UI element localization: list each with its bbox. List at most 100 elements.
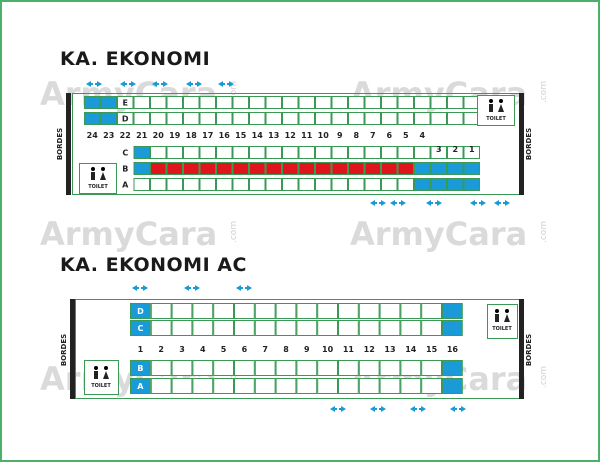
seat-ac-D16	[442, 303, 463, 319]
seat-D20	[150, 112, 167, 125]
ekonomi-ac-col-number: 14	[405, 345, 417, 354]
seat-B3	[430, 162, 447, 175]
ekonomi-ac-top-left-arrow-icon	[236, 285, 241, 291]
ekonomi-col-number: 23	[103, 131, 114, 140]
ekonomi-top-left-arrow-icon	[86, 81, 91, 87]
seat-C5	[397, 146, 414, 159]
seat-A13	[265, 178, 282, 191]
seat-C20	[150, 146, 167, 159]
watermark-brand: ArmyCara	[40, 215, 217, 253]
ekonomi-row-label-E: E	[123, 99, 128, 108]
ekonomi-ac-right-man-body	[495, 314, 499, 322]
seat-ac-D12	[358, 303, 380, 319]
seat-A4	[414, 178, 431, 191]
ekonomi-row-label-B: B	[122, 165, 128, 174]
ekonomi-ac-row-label-B: B	[137, 364, 143, 373]
seat-D11	[298, 112, 315, 125]
ekonomi-top-right-arrow-icon	[97, 81, 102, 87]
seat-ac-D5	[213, 303, 234, 319]
ekonomi-ac-col-number: 12	[364, 345, 375, 354]
seat-B18	[183, 162, 200, 175]
seat-A2	[447, 178, 464, 191]
ekonomi-bottom-left-arrow-icon	[494, 200, 499, 206]
ekonomi-col-number: 5	[403, 131, 409, 140]
seat-ac-D6	[234, 303, 255, 319]
ekonomi-ac-col-number: 15	[426, 345, 438, 354]
seat-ac-A14	[400, 378, 422, 394]
ekonomi-bottom-right-arrow-icon	[401, 200, 406, 206]
ekonomi-right-woman-icon	[499, 99, 503, 103]
seat-ac-C14	[400, 320, 422, 336]
seat-ac-B4	[192, 360, 214, 376]
seat-ac-D11	[338, 303, 359, 319]
seat-E10	[315, 96, 332, 109]
seat-ac-A11	[338, 378, 359, 394]
ekonomi-ac-col-number: 8	[283, 345, 289, 354]
ekonomi-ac-left-woman-body	[103, 371, 109, 379]
seat-ac-B13	[379, 360, 401, 376]
seat-B19	[166, 162, 183, 175]
watermark-suffix: .com	[539, 221, 549, 243]
seat-B2	[447, 162, 464, 175]
seat-C18	[183, 146, 200, 159]
ekonomi-col-number: 24	[87, 131, 99, 140]
ekonomi-ac-bordes-right: BORDES	[525, 334, 533, 366]
seat-D6	[381, 112, 398, 125]
seat-C15	[232, 146, 249, 159]
seat-C1	[463, 146, 480, 159]
seat-ac-C8	[275, 320, 297, 336]
seat-ac-D9	[296, 303, 318, 319]
seat-ac-B2	[150, 360, 172, 376]
seat-D4	[414, 112, 431, 125]
seat-ac-A3	[171, 378, 193, 394]
ekonomi-top-right-arrow-icon	[229, 81, 234, 87]
ekonomi-ac-col-number: 10	[322, 345, 334, 354]
seat-C13	[265, 146, 282, 159]
ekonomi-col-number: 22	[120, 131, 131, 140]
seat-E18	[183, 96, 200, 109]
seat-A16	[216, 178, 233, 191]
seat-ac-A6	[234, 378, 255, 394]
ekonomi-ac-row-label-D: D	[137, 307, 144, 316]
seat-ac-B1	[130, 360, 151, 376]
seat-D15	[232, 112, 249, 125]
watermark-brand: ArmyCara	[350, 215, 527, 253]
seat-ac-B12	[358, 360, 380, 376]
seat-ac-D4	[192, 303, 214, 319]
ekonomi-right-man-body	[489, 104, 493, 112]
seat-D7	[364, 112, 381, 125]
ekonomi-ac-left-wall	[70, 299, 75, 399]
seat-ac-A15	[421, 378, 443, 394]
ekonomi-ac-row-label-C: C	[137, 324, 143, 333]
seat-C12	[282, 146, 299, 159]
seat-ac-B16	[442, 360, 463, 376]
seat-ac-D14	[400, 303, 422, 319]
seat-B16	[216, 162, 233, 175]
seat-ac-D10	[317, 303, 339, 319]
seat-ac-B15	[421, 360, 443, 376]
ekonomi-ac-top-right-arrow-icon	[195, 285, 200, 291]
seat-E2	[447, 96, 464, 109]
seat-D24	[84, 112, 101, 125]
ekonomi-col-number: 21	[136, 131, 148, 140]
ekonomi-ac-col-number: 2	[158, 345, 164, 354]
seat-A12	[282, 178, 299, 191]
ekonomi-left-woman-icon	[101, 167, 105, 171]
seat-B11	[298, 162, 315, 175]
seat-E8	[348, 96, 365, 109]
ekonomi-ac-right-woman-body	[504, 314, 510, 322]
ekonomi-col-number: 10	[318, 131, 330, 140]
ekonomi-top-left-arrow-icon	[120, 81, 125, 87]
ekonomi-ac-top-right-arrow-icon	[247, 285, 252, 291]
ekonomi-ac-bottom-right-arrow-icon	[341, 406, 346, 412]
seat-E20	[150, 96, 167, 109]
seat-ac-D3	[171, 303, 193, 319]
seat-ac-B7	[254, 360, 276, 376]
seat-ac-B5	[213, 360, 234, 376]
seat-ac-B6	[234, 360, 255, 376]
ekonomi-ac-bottom-left-arrow-icon	[330, 406, 335, 412]
seat-ac-B8	[275, 360, 297, 376]
seat-ac-D15	[421, 303, 443, 319]
seat-D9	[331, 112, 348, 125]
